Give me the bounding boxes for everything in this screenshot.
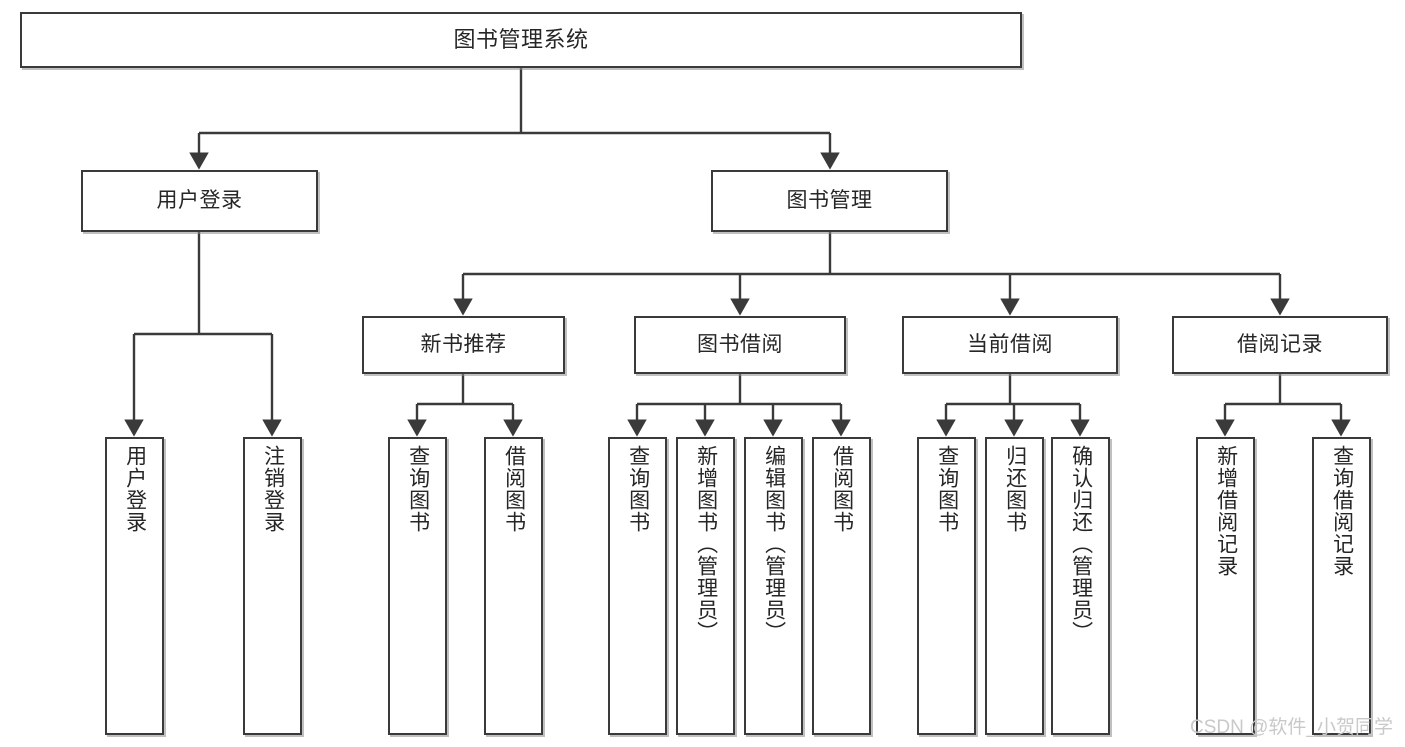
node-new-book-rec[interactable]: 新书推荐: [362, 316, 565, 374]
node-label: 查询借阅记录: [1330, 445, 1354, 577]
leaf-borrow-query-book[interactable]: 查询图书: [608, 437, 667, 735]
node-label: 归还图书: [1003, 445, 1027, 533]
leaf-borrow-edit-book[interactable]: 编辑图书（管理员）: [744, 437, 803, 735]
leaf-borrow-lend-book[interactable]: 借阅图书: [812, 437, 871, 735]
node-label: 用户登录: [123, 445, 147, 533]
node-book-manage[interactable]: 图书管理: [711, 170, 948, 232]
node-label: 图书管理: [786, 188, 873, 212]
leaf-user-logout[interactable]: 注销登录: [243, 437, 302, 735]
leaf-record-query[interactable]: 查询借阅记录: [1312, 437, 1371, 735]
leaf-rec-query-book[interactable]: 查询图书: [388, 437, 447, 735]
node-label: 注销登录: [261, 445, 285, 533]
node-label: 借阅记录: [1237, 332, 1323, 356]
node-label: 查询图书: [406, 445, 430, 533]
node-label: 图书管理系统: [453, 27, 589, 53]
leaf-record-add[interactable]: 新增借阅记录: [1196, 437, 1255, 735]
node-label: 新增借阅记录: [1214, 445, 1238, 577]
watermark: CSDN @软件_小贺同学: [1190, 717, 1393, 738]
node-label: 用户登录: [156, 188, 243, 212]
node-root-system[interactable]: 图书管理系统: [20, 12, 1022, 68]
node-label: 确认归还（管理员）: [1069, 445, 1093, 643]
node-label: 借阅图书: [830, 445, 854, 533]
node-label: 新增图书（管理员）: [694, 445, 718, 643]
leaf-user-login[interactable]: 用户登录: [105, 437, 164, 735]
leaf-rec-borrow-book[interactable]: 借阅图书: [484, 437, 543, 735]
node-current-borrow[interactable]: 当前借阅: [902, 316, 1118, 374]
node-label: 当前借阅: [967, 332, 1053, 356]
node-user-login[interactable]: 用户登录: [81, 170, 318, 232]
node-label: 编辑图书（管理员）: [762, 445, 786, 643]
node-label: 借阅图书: [502, 445, 526, 533]
leaf-borrow-add-book[interactable]: 新增图书（管理员）: [676, 437, 735, 735]
leaf-current-confirm-return[interactable]: 确认归还（管理员）: [1051, 437, 1110, 735]
node-borrow-record[interactable]: 借阅记录: [1172, 316, 1388, 374]
leaf-current-return-book[interactable]: 归还图书: [985, 437, 1044, 735]
node-book-borrow[interactable]: 图书借阅: [634, 316, 846, 374]
leaf-current-query-book[interactable]: 查询图书: [917, 437, 976, 735]
node-label: 新书推荐: [420, 332, 507, 356]
node-label: 图书借阅: [697, 332, 783, 356]
node-label: 查询图书: [935, 445, 959, 533]
node-label: 查询图书: [626, 445, 650, 533]
